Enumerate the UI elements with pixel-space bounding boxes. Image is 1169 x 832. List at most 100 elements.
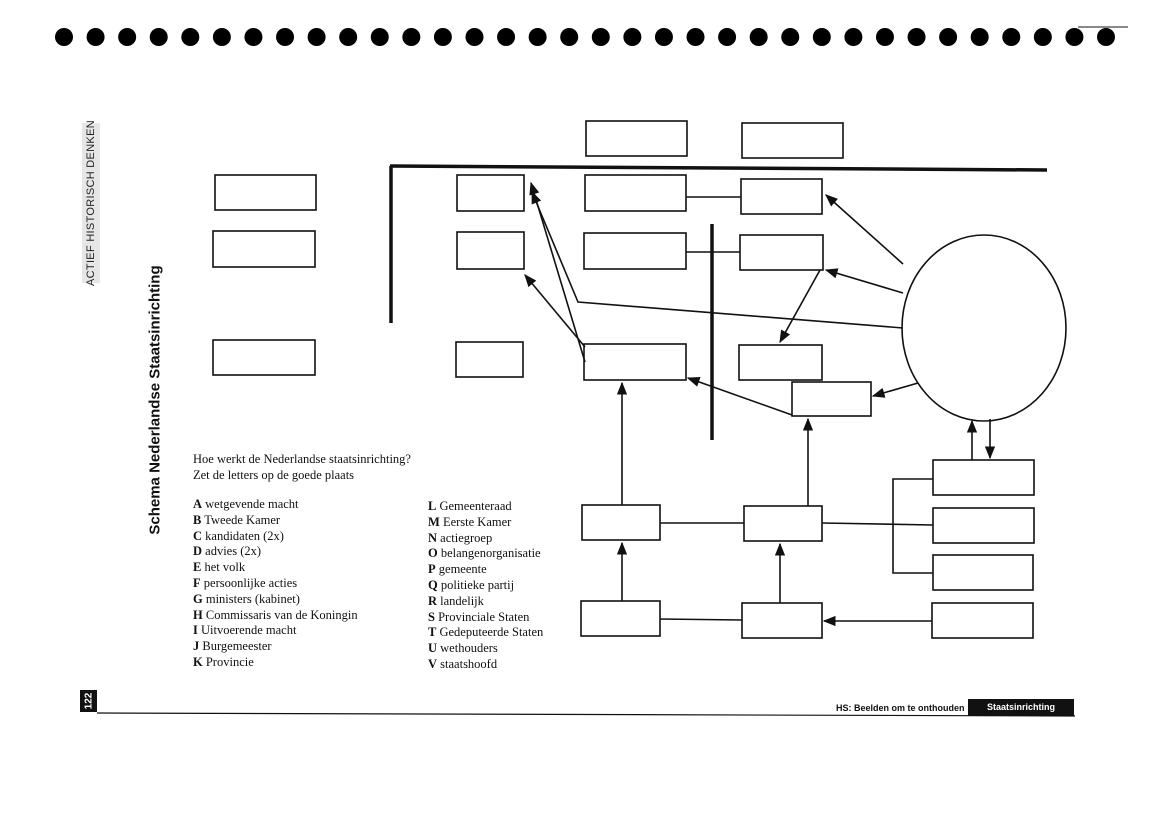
legend-item: P gemeente	[428, 562, 543, 578]
binder-hole	[244, 28, 263, 46]
answer-box[interactable]	[212, 230, 316, 268]
legend-text: Eerste Kamer	[442, 514, 512, 529]
legend-item: C kandidaten (2x)	[193, 529, 358, 545]
binder-hole	[749, 28, 768, 46]
arrow	[824, 268, 904, 294]
legend-text: ministers (kabinet)	[205, 591, 300, 606]
binder-hole	[276, 28, 295, 46]
legend-letter: F	[193, 575, 201, 590]
binder-hole	[402, 28, 421, 46]
arrow	[686, 377, 793, 416]
binder-hole	[623, 28, 642, 46]
answer-box[interactable]	[455, 341, 524, 378]
legend-letter: S	[428, 609, 435, 624]
answer-box[interactable]	[931, 602, 1034, 639]
legend-text: Provincie	[205, 654, 254, 669]
legend-text: Commissaris van de Koningin	[205, 607, 358, 622]
connector-line	[821, 522, 934, 526]
binder-hole	[1033, 28, 1052, 46]
legend-letter: U	[428, 641, 438, 656]
binder-hole	[781, 28, 800, 46]
legend-letter: L	[428, 499, 437, 513]
answer-box[interactable]	[743, 505, 823, 542]
binder-hole	[212, 28, 231, 46]
answer-box[interactable]	[932, 554, 1034, 591]
legend-item: B Tweede Kamer	[193, 513, 358, 529]
binder-hole	[907, 28, 926, 46]
legend-item: G ministers (kabinet)	[193, 592, 358, 608]
footer-chapter-tab: Staatsinrichting	[968, 699, 1074, 716]
answer-box[interactable]	[585, 120, 688, 157]
arrow	[531, 190, 904, 329]
legend-item: H Commissaris van de Koningin	[193, 608, 358, 624]
page-number: 122	[80, 690, 97, 712]
binder-hole	[970, 28, 989, 46]
legend-item: O belangenorganisatie	[428, 546, 543, 562]
binder-hole	[149, 28, 168, 46]
legend-item: F persoonlijke acties	[193, 576, 358, 592]
legend-letter: J	[193, 639, 200, 654]
arrow	[825, 194, 904, 265]
legend-text: Uitvoerende macht	[201, 623, 297, 638]
answer-box[interactable]	[456, 174, 525, 212]
arrow	[871, 382, 919, 398]
binder-hole	[1097, 28, 1115, 46]
legend-item: J Burgemeester	[193, 639, 358, 655]
legend-item: A wetgevende macht	[193, 497, 358, 513]
legend-letter: I	[193, 623, 198, 638]
legend-text: wethouders	[440, 641, 498, 656]
series-label: ACTIEF HISTORISCH DENKEN	[82, 120, 100, 286]
legend-text: kandidaten (2x)	[205, 528, 284, 543]
legend-letter: P	[428, 562, 436, 577]
legend-letter: M	[428, 514, 440, 529]
answer-box[interactable]	[214, 174, 317, 211]
legend-text: Gemeenteraad	[439, 499, 512, 513]
legend-text: wetgevende macht	[205, 497, 299, 511]
answer-box[interactable]	[741, 602, 823, 639]
answer-box[interactable]	[791, 381, 872, 417]
answer-box[interactable]	[580, 600, 661, 637]
answer-box[interactable]	[212, 339, 316, 376]
top-divider-line	[389, 164, 1048, 172]
legend-letter: R	[428, 593, 438, 608]
legend-letter: C	[193, 528, 203, 543]
answer-box[interactable]	[932, 459, 1035, 496]
legend-letter: V	[428, 656, 438, 671]
arrow	[529, 181, 586, 363]
binder-hole	[591, 28, 610, 46]
instruction-line: Zet de letters op de goede plaats	[193, 468, 355, 482]
answer-box[interactable]	[739, 234, 824, 271]
legend-item: T Gedeputeerde Staten	[428, 625, 543, 641]
answer-box[interactable]	[932, 507, 1035, 544]
answer-box[interactable]	[456, 231, 525, 270]
legend-item: D advies (2x)	[193, 544, 358, 560]
legend-letter: Q	[428, 577, 438, 592]
binder-hole	[118, 28, 137, 46]
legend-item: I Uitvoerende macht	[193, 623, 358, 639]
binder-hole	[875, 28, 894, 46]
legend-letter: H	[193, 607, 203, 622]
legend-letter: K	[193, 654, 203, 669]
answer-box[interactable]	[584, 174, 687, 212]
answer-box[interactable]	[583, 232, 687, 270]
answer-box[interactable]	[740, 178, 823, 215]
binder-hole	[1002, 28, 1021, 46]
bottom-rule-line	[96, 712, 1076, 717]
binder-hole	[654, 28, 673, 46]
answer-box[interactable]	[738, 344, 823, 381]
answer-circle[interactable]	[901, 234, 1067, 422]
legend-text: politieke partij	[440, 577, 515, 592]
legend-item: L Gemeenteraad	[428, 499, 543, 515]
binder-hole	[560, 28, 579, 46]
legend-item: R landelijk	[428, 594, 543, 610]
legend-text: actiegroep	[440, 530, 493, 545]
connector-bracket	[892, 478, 933, 574]
legend-text: het volk	[204, 560, 246, 575]
legend-text: persoonlijke acties	[203, 575, 298, 590]
answer-box[interactable]	[741, 122, 844, 159]
answer-box[interactable]	[581, 504, 661, 541]
legend-text: Tweede Kamer	[204, 512, 281, 527]
legend-letter: O	[428, 546, 438, 561]
answer-box[interactable]	[583, 343, 687, 381]
